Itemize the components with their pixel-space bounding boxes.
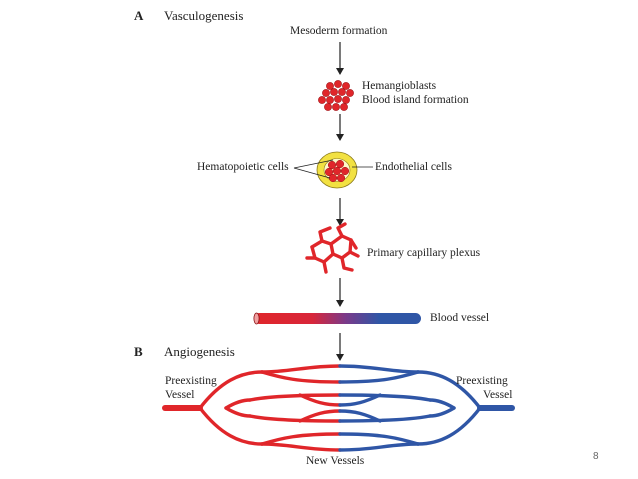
hemangioblast-cluster-icon: [318, 80, 354, 111]
right-vessel-label: Vessel: [483, 389, 513, 401]
section-a-title: Vasculogenesis: [164, 8, 244, 23]
hemangioblasts-label: Hemangioblasts: [362, 80, 437, 92]
left-preexisting-label: Preexisting: [165, 375, 217, 387]
section-b-title: Angiogenesis: [164, 344, 235, 359]
section-a-letter: A: [134, 8, 144, 23]
right-preexisting-label: Preexisting: [456, 375, 508, 387]
section-b-letter: B: [134, 344, 143, 359]
blood-vessel-bar: [253, 312, 421, 325]
blood-vessel-label: Blood vessel: [430, 312, 490, 324]
new-vessels-label: New Vessels: [306, 455, 365, 467]
hematopoietic-pointer-1: [293, 159, 334, 169]
mesoderm-label: Mesoderm formation: [290, 25, 388, 37]
blood-island-label: Blood island formation: [362, 94, 469, 106]
page-number: 8: [593, 451, 599, 462]
left-vessel-label: Vessel: [165, 389, 195, 401]
capillary-plexus-icon: [305, 222, 360, 274]
left-vessel-branches: [162, 364, 342, 452]
right-vessel-branches: [338, 364, 515, 452]
endothelial-label: Endothelial cells: [375, 161, 452, 173]
blood-island-icon: [316, 151, 358, 189]
hematopoietic-pointer-2: [293, 167, 331, 179]
hematopoietic-label: Hematopoietic cells: [197, 161, 289, 173]
capillary-plexus-label: Primary capillary plexus: [367, 247, 481, 259]
angiogenesis-network: [162, 364, 515, 452]
